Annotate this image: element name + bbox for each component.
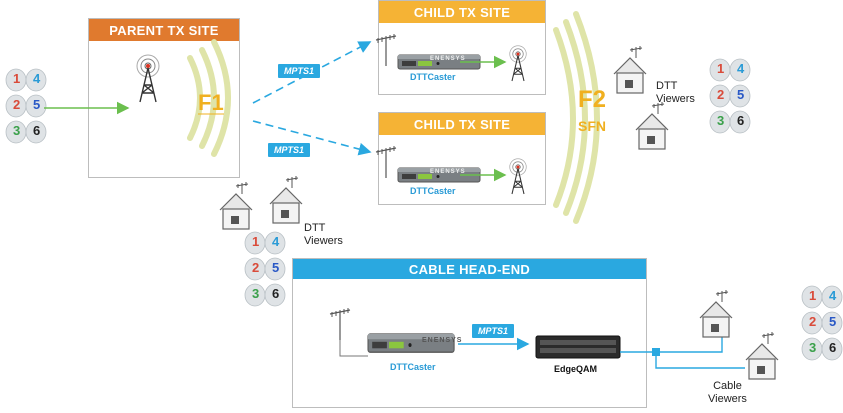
child-tx-site-1: CHILD TX SITE [378,0,546,95]
mpts-label-2: MPTS1 [268,143,311,157]
f1-signal-waves [187,39,231,157]
child-2-aerial-icon [375,145,397,179]
channel-number: 6 [829,340,837,355]
child-tx-site-1-header: CHILD TX SITE [379,1,545,23]
child-tx-site-2-header: CHILD TX SITE [379,113,545,135]
cable-splitter [652,348,660,356]
child-1-caster-label: DTTCaster [410,72,456,82]
child-2-caster-label: DTTCaster [410,186,456,196]
child-tx-site-2: CHILD TX SITE [378,112,546,205]
channel-number: 2 [809,314,817,329]
edgeqam-label: EdgeQAM [554,364,598,374]
channel-number: 1 [252,234,260,249]
channel-number: 2 [717,87,725,102]
cable-aerial-icon [329,307,351,341]
channel-number: 4 [33,71,41,86]
mpts-label-3: MPTS1 [472,324,515,338]
channel-number: 6 [272,286,280,301]
channel-number: 4 [829,288,837,303]
house-icon [635,101,669,150]
channel-number: 3 [252,286,260,301]
channel-number: 1 [13,71,21,86]
channel-number: 2 [13,97,21,112]
channel-number: 4 [737,61,745,76]
cable-feed-line-top [656,334,723,353]
cable-head-end: CABLE HEAD-END [292,258,647,408]
cable-feed-line [620,351,745,369]
dtt-viewers-right-line1: DTT [656,80,678,92]
cable-brand: ENENSYS [422,337,463,344]
house-icon [269,175,303,224]
channel-number: 4 [272,234,280,249]
channel-number: 5 [272,260,280,275]
edgeqam-device [535,335,621,359]
channel-number: 1 [809,288,817,303]
house-icon [745,331,779,380]
channel-number: 3 [717,113,725,128]
house-icon [613,45,647,94]
house-icon [699,289,733,338]
f2-label: F2 [578,86,607,113]
channel-number: 6 [737,113,745,128]
dtt-viewers-right: DTT Viewers [656,80,695,106]
cable-viewers-line2: Viewers [708,393,747,405]
mpts-link-child-2 [252,120,372,156]
channel-number: 5 [829,314,837,329]
channel-number: 5 [33,97,41,112]
house-icon [219,181,253,230]
cable-aerial-link [339,340,368,357]
cable-head-end-header: CABLE HEAD-END [293,259,646,279]
channel-number: 3 [13,123,21,138]
parent-tower-icon [136,54,160,103]
cable-caster-label: DTTCaster [390,362,436,372]
cable-viewers: Cable Viewers [708,380,747,406]
f2-signal-waves [553,11,600,224]
child-1-brand: ENENSYS [430,56,466,62]
dtt-viewers-right-line2: Viewers [656,93,695,105]
parent-tx-site-header: PARENT TX SITE [89,19,239,41]
dtt-viewers-middle-line1: DTT [304,222,326,234]
channel-number: 1 [717,61,725,76]
sfn-label: SFN [578,118,606,134]
channel-number: 5 [737,87,745,102]
child-2-brand: ENENSYS [430,169,466,175]
cable-viewers-line1: Cable [713,380,742,392]
dtt-viewers-middle: DTT Viewers [304,222,343,248]
channel-number: 3 [809,340,817,355]
dtt-viewers-middle-line2: Viewers [304,235,343,247]
mpts-label-1: MPTS1 [278,64,321,78]
channel-number: 2 [252,260,260,275]
channel-number: 6 [33,123,41,138]
f1-label: F1 [198,90,224,115]
child-2-tower-icon [509,158,527,195]
child-1-tower-icon [509,45,527,82]
child-1-aerial-icon [375,33,397,67]
